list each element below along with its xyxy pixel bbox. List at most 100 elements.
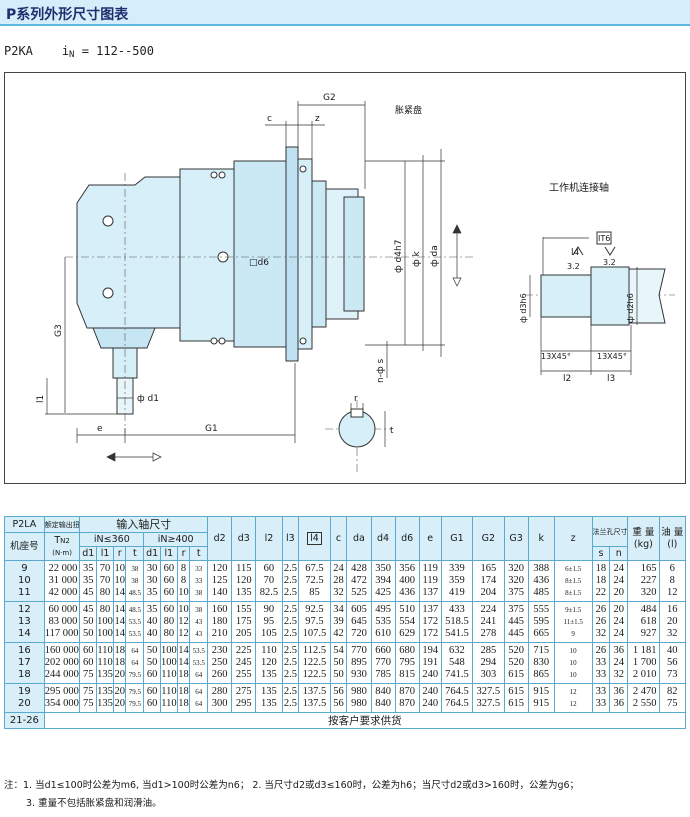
header-model: P2LA [4, 516, 45, 533]
header-l1: l1 [96, 546, 114, 561]
header-weight-text: 重 量 [632, 526, 655, 538]
label-c: c [267, 114, 272, 124]
cell-value: 320 [508, 563, 524, 574]
header-torque-symbol: TN2 [45, 535, 79, 547]
cell-value: 22 000 [48, 563, 78, 574]
cell-value: 295 000 [44, 686, 79, 697]
cell-value: 80 [163, 616, 175, 627]
cell-value: 137 [422, 604, 439, 615]
cell-value: 135 [97, 698, 113, 709]
cell-value: 278 [480, 628, 497, 639]
cell-value: 554 [399, 616, 416, 627]
header-oil: 油 量(l) [658, 516, 687, 561]
cell-value: 204 [480, 587, 497, 598]
cell-value: 14 [114, 587, 125, 598]
cell-value: 14 [178, 657, 189, 668]
cell-value: 12 [569, 700, 577, 708]
cell-value: 32 [667, 628, 678, 639]
gearbox-body [76, 146, 365, 415]
size-value: 18 [18, 669, 31, 680]
label-g1: G1 [205, 424, 218, 434]
header-l3: l3 [281, 516, 300, 561]
cell-value: 665 [533, 628, 550, 639]
cell-value: 56 [667, 657, 678, 668]
header-col-text: l3 [286, 532, 295, 544]
cell-value: 125 [211, 575, 228, 586]
cell-value: 172 [422, 616, 439, 627]
cell-value: 2.5 [283, 604, 297, 615]
cell-value: 2.5 [283, 669, 297, 680]
cell-value: 202 000 [44, 657, 79, 668]
cell-value: 70 [99, 575, 111, 586]
cell-value: 303 [480, 669, 497, 680]
cell-value: 32 [613, 669, 624, 680]
cell-value: 110 [97, 645, 113, 656]
cell-value: 35 [146, 604, 158, 615]
cell-value: 870 [399, 686, 416, 697]
cell-value: 927 [640, 628, 657, 639]
header-d2: d2 [207, 516, 233, 561]
header-rb: r [176, 546, 191, 561]
cell-value: 240 [422, 686, 439, 697]
label-r: r [354, 394, 358, 404]
cell-value: 75 [667, 698, 678, 709]
cell-value: 80 [99, 587, 111, 598]
cell-value: 680 [399, 645, 416, 656]
header-flange: 法兰孔尺寸 [591, 516, 629, 547]
header-g2: G2 [472, 516, 505, 561]
cell-value: 1 181 [632, 645, 657, 656]
size-value: 11 [18, 587, 31, 598]
label-l2: l2 [563, 374, 571, 384]
header-in-high: iN≥400 [143, 532, 209, 547]
cell-value: 97.5 [305, 616, 324, 627]
header-l1b: l1 [160, 546, 178, 561]
cell-value: 6±1.5 [565, 565, 582, 573]
cell-value: 110 [161, 698, 177, 709]
header-d6: d6 [394, 516, 420, 561]
cell-value: 18 [114, 645, 125, 656]
cell-value: 327.5 [476, 698, 501, 709]
cell-value: 122.5 [302, 657, 327, 668]
cell-value: 520 [508, 657, 524, 668]
cell-value: 117 000 [44, 628, 79, 639]
cell-value: 38 [195, 606, 203, 614]
cell-value: 615 [508, 698, 524, 709]
cell-value: 39 [333, 616, 344, 627]
cell-value: 632 [449, 645, 465, 656]
cell-value: 356 [399, 563, 416, 574]
cell-value: 764.5 [445, 698, 469, 709]
cell-value: 2.5 [283, 616, 297, 627]
header-l4: l4 [298, 516, 331, 561]
